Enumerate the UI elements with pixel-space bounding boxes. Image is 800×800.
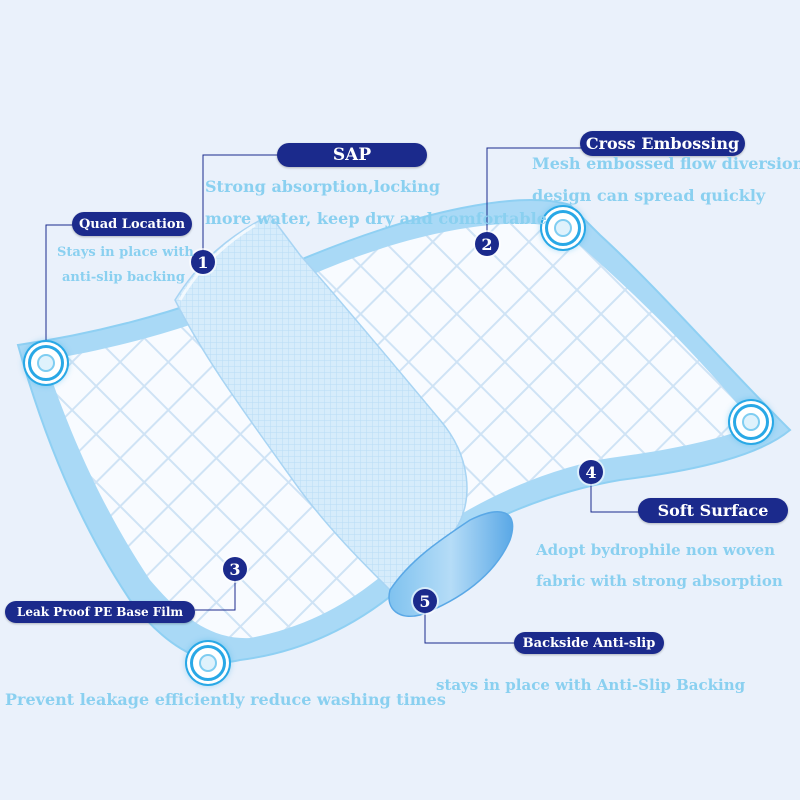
desc-cross-line1: Mesh embossed flow diversion bbox=[532, 154, 800, 173]
desc-leak-proof: Prevent leakage efficiently reduce washi… bbox=[5, 690, 446, 709]
badge-number-5: 5 bbox=[413, 589, 437, 613]
label-leak-proof: Leak Proof PE Base Film bbox=[5, 601, 195, 623]
badge-number-3: 3 bbox=[223, 557, 247, 581]
label-sap: SAP bbox=[277, 143, 427, 167]
anchor-ring-top bbox=[545, 210, 581, 246]
anchor-ring-right bbox=[733, 404, 769, 440]
desc-quad-line1: Stays in place with bbox=[57, 245, 194, 260]
badge-number-4: 4 bbox=[579, 460, 603, 484]
leader-line-sap bbox=[202, 154, 278, 262]
desc-sap-line1: Strong absorption,locking bbox=[205, 177, 441, 196]
leader-line-quad bbox=[45, 224, 73, 345]
leader-line-backside bbox=[424, 612, 515, 644]
desc-sap-line2: more water, keep dry and comfortable bbox=[205, 209, 547, 228]
desc-backside: stays in place with Anti-Slip Backing bbox=[436, 676, 746, 694]
label-backside-anti-slip: Backside Anti-slip bbox=[514, 632, 664, 654]
desc-cross-line2: design can spread quickly bbox=[532, 186, 766, 205]
label-quad-location: Quad Location bbox=[72, 212, 192, 236]
anchor-ring-bottom bbox=[190, 645, 226, 681]
badge-number-2: 2 bbox=[475, 232, 499, 256]
anchor-ring-left bbox=[28, 345, 64, 381]
badge-number-1: 1 bbox=[191, 250, 215, 274]
leader-line-cross bbox=[486, 147, 582, 243]
label-cross-embossing: Cross Embossing bbox=[580, 131, 745, 156]
leader-line-leak bbox=[195, 580, 236, 611]
desc-soft-line1: Adopt bydrophile non woven bbox=[536, 541, 776, 559]
label-soft-surface: Soft Surface bbox=[638, 498, 788, 523]
leader-line-soft bbox=[590, 482, 640, 513]
desc-quad-line2: anti-slip backing bbox=[62, 270, 185, 285]
desc-soft-line2: fabric with strong absorption bbox=[536, 572, 783, 590]
